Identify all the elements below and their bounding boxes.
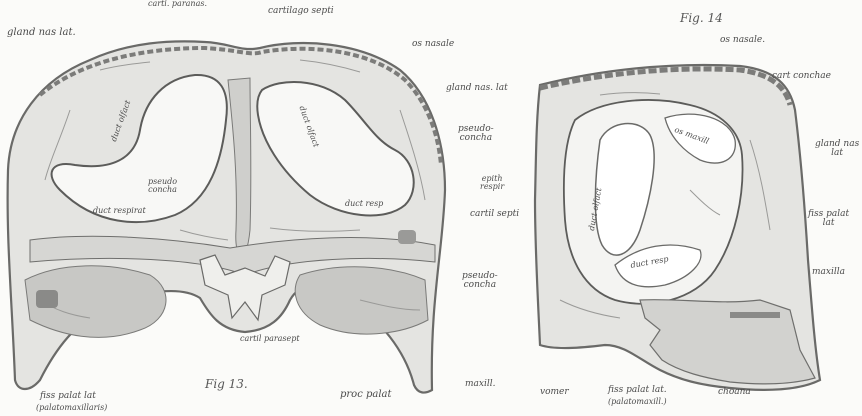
label-maxilla: maxilla: [812, 268, 845, 277]
label-gland-nas-lat-right: gland nas. lat: [446, 84, 508, 93]
label-cartilago-septi: cartilago septi: [268, 7, 334, 16]
label-cartil-parasept: cartil parasept: [240, 335, 300, 343]
label-maxill: maxill.: [465, 380, 495, 389]
label-proc-palat: proc palat: [340, 390, 392, 400]
figure-title-13: Fig 13.: [205, 378, 248, 390]
label-fiss-palat-lat-bottom: fiss palat lat.: [608, 386, 667, 395]
fig13-dark-patch: [36, 290, 58, 308]
label-gland-nas-lat-14: gland nas lat: [815, 140, 859, 159]
label-cartil-septi: cartil septi: [470, 210, 519, 219]
label-fiss-palat-lat: fiss palat lat: [40, 392, 96, 401]
label-pseudoconcha-top: pseudo- concha: [458, 125, 494, 144]
fig13-section: [8, 41, 445, 392]
label-duct-respirat: duct respirat: [93, 207, 146, 215]
label-os-nasale-14: os nasale.: [720, 36, 765, 45]
label-carti-paranas: carti. paranas.: [148, 0, 207, 8]
figure-title-14: Fig. 14: [680, 12, 723, 24]
label-choana: choana: [718, 388, 751, 397]
fig14-section: [535, 65, 820, 390]
fig13-dark-patch-right: [398, 230, 416, 244]
label-gland-nas-lat-top: gland nas lat.: [7, 28, 76, 38]
fig14-dark-band: [730, 312, 780, 318]
label-pseudo-concha-inner: pseudo concha: [148, 178, 177, 195]
fig13-outer-outline: [8, 41, 445, 392]
label-vomer: vomer: [540, 388, 569, 397]
label-pseudoconcha-low: pseudo- concha: [462, 272, 498, 291]
label-epith-respir: epith respir: [480, 175, 504, 192]
label-os-nasale-13: os nasale: [412, 40, 454, 49]
label-fiss-palat-lat-right: fiss palat lat: [808, 210, 849, 229]
label-duct-resp-right: duct resp: [345, 200, 383, 208]
label-palatomaxillaris: (palatomaxillaris): [36, 404, 107, 412]
label-palatomaxill: (palatomaxill.): [608, 398, 667, 406]
label-cart-conchae: cart conchae: [772, 72, 831, 81]
